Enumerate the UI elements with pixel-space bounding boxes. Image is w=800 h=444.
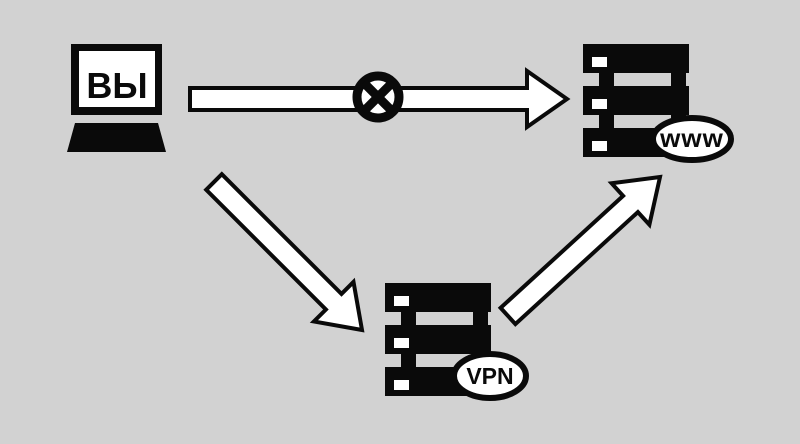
www-server-node: www [583,44,734,163]
laptop-screen [79,51,155,107]
server-link [401,352,416,369]
www-badge: www [650,115,734,163]
down-right-arrow [203,171,365,333]
server-led [394,380,409,390]
server-led [592,99,607,109]
x-glyph [362,81,394,113]
blocked-x-icon [352,71,404,123]
server-led [394,296,409,306]
you-label: ВЫ [86,65,147,106]
server-link [473,310,488,327]
laptop-base [67,123,166,152]
vpn-label: VPN [466,363,513,389]
blocked-connection-arrow [188,67,571,131]
server-link [671,71,686,88]
you-to-vpn-arrow [203,171,365,333]
laptop-node: ВЫ [67,44,166,152]
server-led [394,338,409,348]
server-led [592,57,607,67]
vpn-badge-oval [451,351,529,401]
laptop-icon [67,44,166,152]
server-led [592,141,607,151]
server-link [401,310,416,327]
server-link [599,113,614,130]
vpn-to-www-arrow [497,174,663,327]
vpn-badge: VPN [451,351,529,401]
www-badge-oval [650,115,734,163]
up-right-arrow [497,174,663,327]
vpn-server-node: VPN [385,283,529,401]
server-link [599,71,614,88]
www-label: www [659,123,724,153]
